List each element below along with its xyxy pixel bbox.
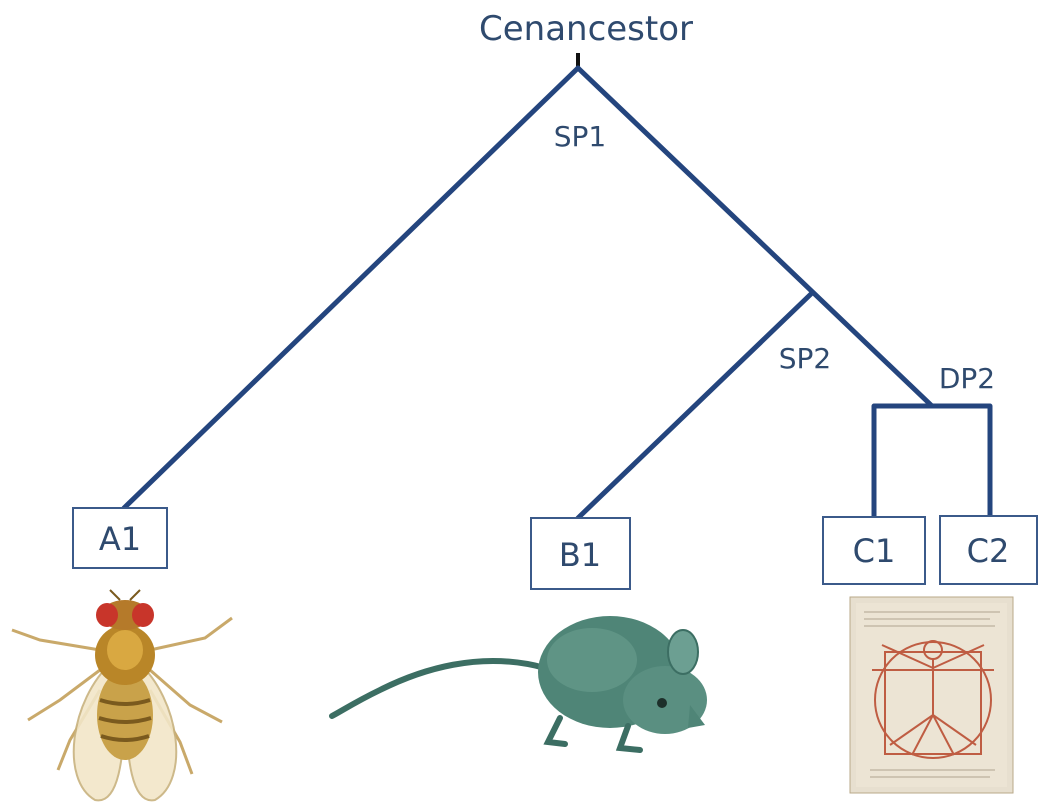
root-label: Cenancestor xyxy=(479,9,693,49)
fruit-fly-illustration xyxy=(12,590,232,800)
leaf-c2: C2 xyxy=(940,516,1037,584)
node-label-sp2: SP2 xyxy=(779,342,831,375)
leaf-label-c2: C2 xyxy=(967,532,1010,570)
duplication-bracket xyxy=(874,406,990,517)
leaf-c1: C1 xyxy=(823,517,925,584)
branch-to-dp2 xyxy=(578,68,932,406)
branch-to-b1 xyxy=(578,293,812,518)
leaf-b1: B1 xyxy=(531,518,630,589)
vitruvian-man-illustration xyxy=(850,597,1013,793)
mouse-illustration xyxy=(332,616,707,750)
leaf-label-c1: C1 xyxy=(853,532,896,570)
branch-to-a1 xyxy=(124,68,578,508)
leaf-label-b1: B1 xyxy=(559,536,601,574)
leaf-label-a1: A1 xyxy=(99,520,141,558)
node-label-sp1: SP1 xyxy=(554,120,606,153)
leaf-a1: A1 xyxy=(73,508,167,568)
node-label-dp2: DP2 xyxy=(939,362,995,395)
